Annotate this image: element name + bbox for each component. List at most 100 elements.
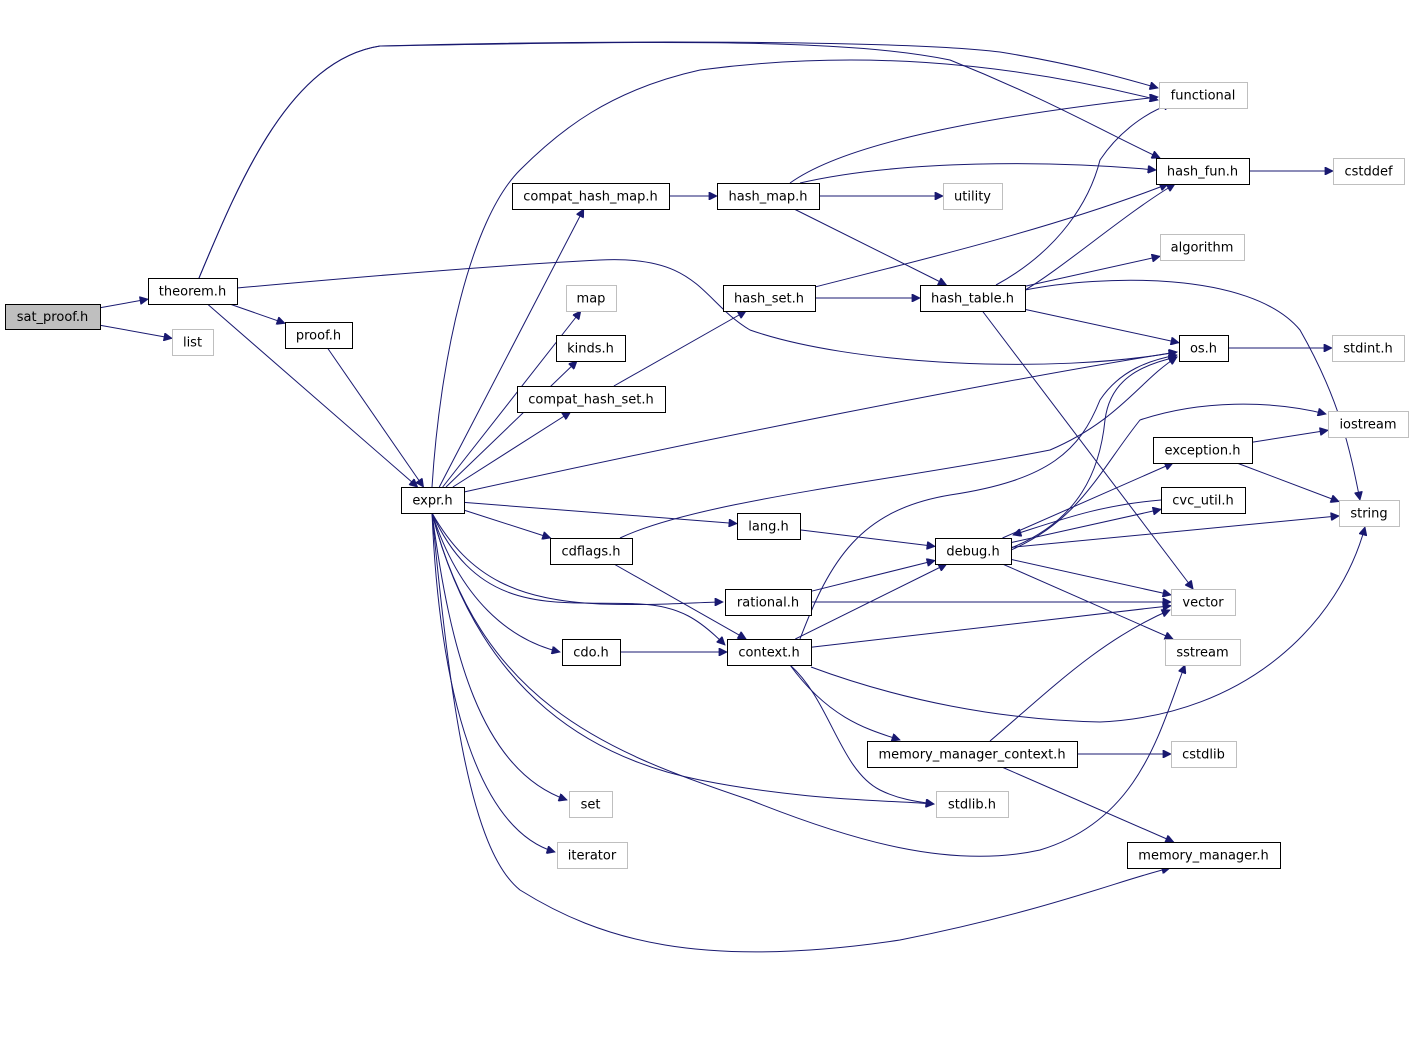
node-label: memory_manager.h [1138,849,1268,864]
node-label: vector [1182,596,1224,611]
node-kinds[interactable]: kinds.h [556,335,626,362]
edge-theorem-to-functional [198,41,1158,279]
edge-expr-to-stdlib [431,512,934,804]
node-iostream[interactable]: iostream [1328,411,1409,438]
node-cvc-util[interactable]: cvc_util.h [1161,487,1246,514]
edge-hash-table-to-algorithm [1024,256,1160,287]
edge-expr-to-memory-manager [431,512,1170,953]
edge-expr-to-compat-hash-set [452,412,571,488]
edge-expr-to-cdo [431,512,560,652]
edge-expr-to-kinds [445,361,577,488]
node-stdlib[interactable]: stdlib.h [936,791,1009,818]
node-label: set [581,798,601,813]
node-expr[interactable]: expr.h [401,487,465,514]
node-box [1165,639,1241,666]
node-label: hash_set.h [734,292,804,307]
edge-sat-proof-to-list [99,324,172,338]
node-rational[interactable]: rational.h [725,589,812,616]
node-utility[interactable]: utility [943,183,1003,210]
node-box [867,741,1078,768]
edge-context-to-string [810,527,1365,723]
node-vector[interactable]: vector [1171,589,1236,616]
edge-expr-to-compat-hash-map [438,209,585,488]
edge-theorem-to-hash-fun [198,42,1160,279]
edge-memory-manager-context-to-vector [989,610,1170,742]
node-compat-hash-map[interactable]: compat_hash_map.h [512,183,670,210]
node-set[interactable]: set [569,791,613,818]
node-box [1171,741,1237,768]
node-label: string [1350,507,1387,522]
node-stdint[interactable]: stdint.h [1332,335,1405,362]
node-sstream[interactable]: sstream [1165,639,1241,666]
node-cdo[interactable]: cdo.h [562,639,621,666]
node-box [1171,589,1236,616]
node-compat-hash-set[interactable]: compat_hash_set.h [517,386,666,413]
node-cstddef[interactable]: cstddef [1333,158,1405,185]
node-map[interactable]: map [566,285,617,312]
edge-cvc-util-to-debug [1013,499,1162,535]
node-memory-manager-context[interactable]: memory_manager_context.h [867,741,1078,768]
node-label: compat_hash_set.h [528,393,654,408]
edge-expr-to-lang [463,501,737,523]
node-label: context.h [738,646,799,661]
edge-debug-to-exception [1002,463,1174,539]
node-box [936,791,1009,818]
node-memory-manager[interactable]: memory_manager.h [1127,842,1281,869]
edge-context-to-os [799,355,1177,640]
node-label: proof.h [296,329,341,344]
edge-hash-table-to-vector [982,310,1193,589]
node-exception[interactable]: exception.h [1153,437,1253,464]
node-box [1160,234,1245,261]
node-theorem[interactable]: theorem.h [148,278,238,305]
node-box [1161,487,1246,514]
node-box [943,183,1003,210]
node-iterator[interactable]: iterator [557,842,628,869]
node-sat-proof[interactable]: sat_proof.h [5,304,101,330]
node-label: cdo.h [573,646,609,661]
node-context[interactable]: context.h [727,639,812,666]
node-label: stdint.h [1343,342,1392,357]
node-string[interactable]: string [1339,500,1400,527]
node-os[interactable]: os.h [1179,335,1229,362]
node-label: sat_proof.h [17,310,89,325]
edge-debug-to-vector [1010,558,1171,595]
node-box [1333,158,1405,185]
node-list[interactable]: list [172,329,214,356]
node-label: lang.h [748,520,788,535]
edge-debug-to-iostream [1010,403,1326,551]
node-hash-map[interactable]: hash_map.h [717,183,820,210]
edge-context-to-memory-manager-context [789,664,900,740]
node-label: hash_fun.h [1167,165,1238,180]
node-label: theorem.h [159,285,226,300]
node-label: cdflags.h [562,545,621,560]
node-functional[interactable]: functional [1159,82,1248,109]
edge-hash-map-to-hash-table [793,208,946,286]
node-hash-fun[interactable]: hash_fun.h [1156,158,1250,185]
node-box [723,285,816,312]
node-hash-set[interactable]: hash_set.h [723,285,816,312]
node-box [1339,500,1400,527]
node-box [725,589,812,616]
edge-memory-manager-context-to-memory-manager [1001,766,1174,842]
node-cdflags[interactable]: cdflags.h [550,538,633,565]
edge-debug-to-cvc-util [1010,509,1161,544]
node-algorithm[interactable]: algorithm [1160,234,1245,261]
node-label: cstdlib [1182,748,1225,763]
node-lang[interactable]: lang.h [737,513,801,540]
node-hash-table[interactable]: hash_table.h [920,285,1026,312]
node-label: sstream [1176,646,1228,661]
edge-exception-to-string [1236,462,1339,502]
node-label: kinds.h [567,342,614,357]
node-debug[interactable]: debug.h [935,538,1012,565]
node-proof[interactable]: proof.h [285,322,353,349]
node-label: cvc_util.h [1172,494,1233,509]
edge-cdflags-to-context [613,563,746,639]
node-label: hash_table.h [931,292,1014,307]
node-label: cstddef [1344,165,1393,180]
node-box [512,183,670,210]
node-box [550,538,633,565]
node-box [285,322,353,349]
node-box [557,842,628,869]
edge-hash-map-to-hash-fun [799,163,1156,184]
node-cstdlib[interactable]: cstdlib [1171,741,1237,768]
